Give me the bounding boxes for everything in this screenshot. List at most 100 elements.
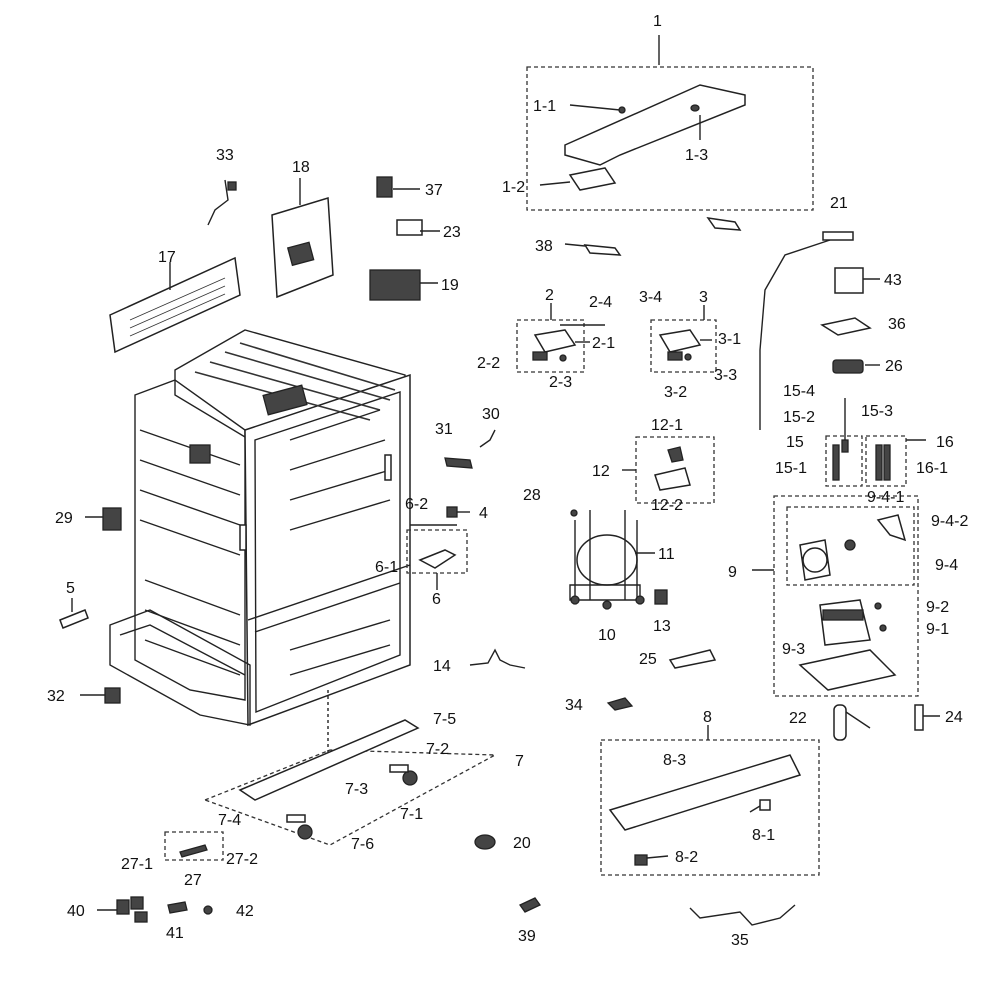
bracket-plate-1-2 xyxy=(568,167,617,191)
label-7-3: 7-3 xyxy=(345,781,368,798)
label-9-4-1: 9-4-1 xyxy=(867,489,904,506)
part-labels: 1 1-1 1-2 1-3 2 2-4 2-1 2-2 2-3 3-4 3 3-… xyxy=(47,13,968,949)
label-9-2: 9-2 xyxy=(926,599,949,616)
part-22 xyxy=(833,704,847,741)
part-40-b xyxy=(130,896,144,910)
label-9-4: 9-4 xyxy=(935,557,958,574)
part-1-group xyxy=(526,35,814,211)
label-2-2: 2-2 xyxy=(477,355,500,372)
part-17-panel xyxy=(109,256,241,354)
part-32 xyxy=(104,687,121,704)
label-10: 10 xyxy=(598,627,616,644)
cabinet-inner-ribs xyxy=(289,409,391,676)
part-43 xyxy=(834,267,864,294)
label-15-2: 15-2 xyxy=(783,409,815,426)
part-9-group xyxy=(752,495,919,697)
part-3-group xyxy=(650,305,717,373)
label-7-2: 7-2 xyxy=(426,741,449,758)
part-26 xyxy=(832,359,864,374)
label-7-1: 7-1 xyxy=(400,806,423,823)
label-27-1: 27-1 xyxy=(121,856,153,873)
part-31 xyxy=(444,457,473,469)
label-41: 41 xyxy=(166,925,184,942)
part-15-16-group xyxy=(825,398,926,487)
label-34: 34 xyxy=(565,697,583,714)
part-4 xyxy=(446,506,458,518)
part-13 xyxy=(654,589,668,605)
part-30-wire xyxy=(479,429,496,448)
part-7-group xyxy=(203,690,498,846)
part-11-compressor xyxy=(569,509,655,610)
label-14: 14 xyxy=(433,658,451,675)
label-1-1: 1-1 xyxy=(533,98,556,115)
top-bracket xyxy=(564,84,746,166)
label-24: 24 xyxy=(945,709,963,726)
part-41 xyxy=(167,901,188,914)
label-9-1: 9-1 xyxy=(926,621,949,638)
part-27-group xyxy=(164,831,224,861)
label-9-3: 9-3 xyxy=(782,641,805,658)
label-40: 40 xyxy=(67,903,85,920)
part-6-group xyxy=(406,524,468,590)
label-8: 8 xyxy=(703,709,712,726)
label-39: 39 xyxy=(518,928,536,945)
part-36 xyxy=(820,317,872,336)
label-1: 1 xyxy=(653,13,662,30)
label-3-2: 3-2 xyxy=(664,384,687,401)
label-8-2: 8-2 xyxy=(675,849,698,866)
part-5 xyxy=(59,609,89,629)
part-14-wire xyxy=(469,648,526,669)
part-25 xyxy=(668,649,717,669)
part-12-group xyxy=(622,436,715,504)
part-2-group xyxy=(516,303,605,373)
part-35-harness xyxy=(689,904,796,926)
label-13: 13 xyxy=(653,618,671,635)
part-20 xyxy=(474,834,496,850)
label-20: 20 xyxy=(513,835,531,852)
cabinet-assembly xyxy=(109,329,411,727)
label-23: 23 xyxy=(443,224,461,241)
label-27: 27 xyxy=(184,872,202,889)
label-15: 15 xyxy=(786,434,804,451)
part-29 xyxy=(102,507,122,531)
label-9-4-2: 9-4-2 xyxy=(931,513,968,530)
label-3-4: 3-4 xyxy=(639,289,662,306)
label-7: 7 xyxy=(515,753,524,770)
part-21-hose xyxy=(759,239,831,430)
label-6: 6 xyxy=(432,591,441,608)
label-12: 12 xyxy=(592,463,610,480)
label-26: 26 xyxy=(885,358,903,375)
hinge-bracket xyxy=(706,217,742,231)
label-6-2: 6-2 xyxy=(405,496,428,513)
label-3: 3 xyxy=(699,289,708,306)
label-8-3: 8-3 xyxy=(663,752,686,769)
label-11: 11 xyxy=(658,546,675,563)
label-30: 30 xyxy=(482,406,500,423)
label-12-1: 12-1 xyxy=(651,417,683,434)
label-1-3: 1-3 xyxy=(685,147,708,164)
part-40-c xyxy=(134,911,148,923)
label-18: 18 xyxy=(292,159,310,176)
part-39 xyxy=(519,897,541,913)
part-8-group xyxy=(600,725,820,876)
part-24 xyxy=(914,704,924,731)
label-3-1: 3-1 xyxy=(718,331,741,348)
label-4: 4 xyxy=(479,505,488,522)
part-33-wire xyxy=(207,179,229,226)
label-5: 5 xyxy=(66,580,75,597)
label-3-3: 3-3 xyxy=(714,367,737,384)
label-21: 21 xyxy=(830,195,848,212)
part-7-5-rail xyxy=(238,719,420,801)
label-25: 25 xyxy=(639,651,657,668)
label-6-1: 6-1 xyxy=(375,559,398,576)
label-15-1: 15-1 xyxy=(775,460,807,477)
label-17: 17 xyxy=(158,249,176,266)
part-38 xyxy=(583,244,622,256)
label-27-2: 27-2 xyxy=(226,851,258,868)
label-28: 28 xyxy=(523,487,541,504)
part-37 xyxy=(376,176,393,198)
part-23 xyxy=(396,219,423,236)
part-34 xyxy=(606,697,634,711)
label-8-1: 8-1 xyxy=(752,827,775,844)
